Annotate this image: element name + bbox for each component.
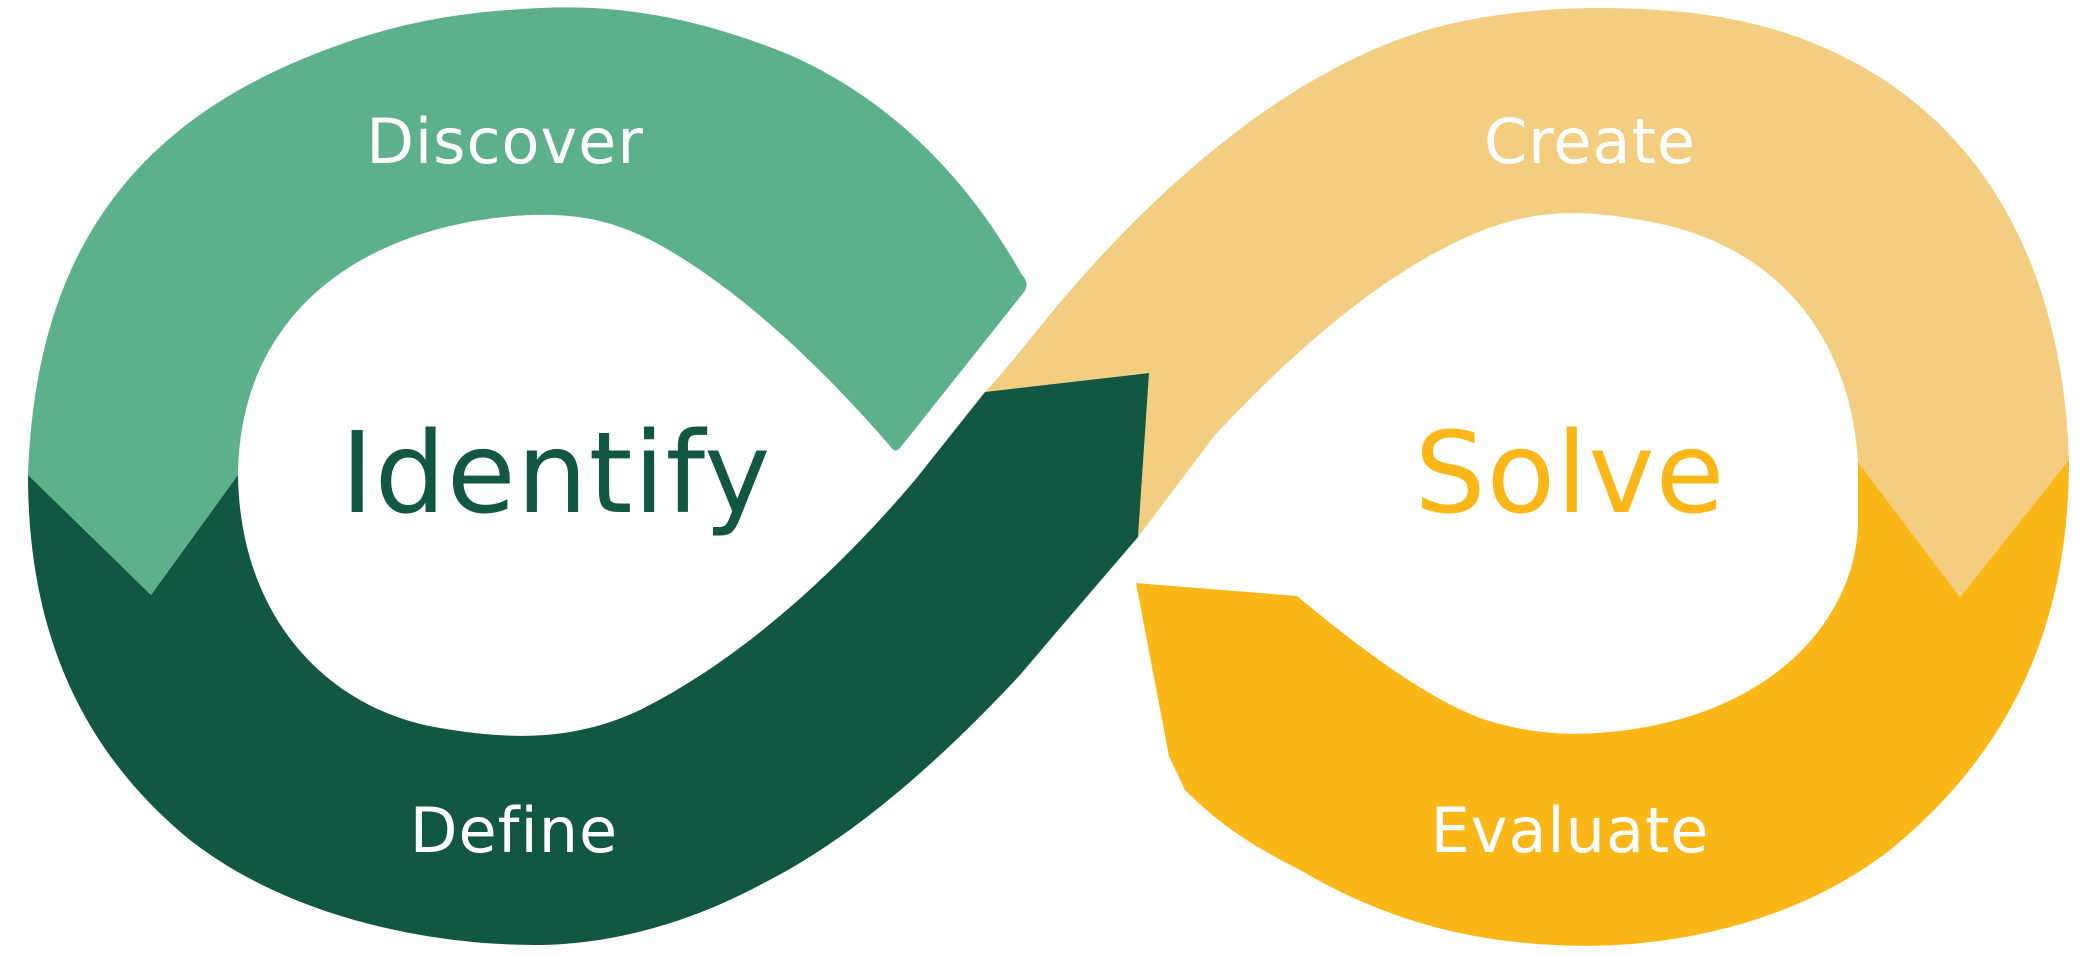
evaluate-segment (1136, 460, 2069, 946)
create-segment (985, 8, 2069, 597)
define-segment (28, 373, 1149, 945)
discover-label: Discover (366, 105, 644, 178)
define-label: Define (410, 794, 618, 867)
create-label: Create (1484, 105, 1696, 178)
discover-segment (28, 7, 1027, 596)
identify-label: Identify (341, 409, 772, 539)
evaluate-label: Evaluate (1431, 794, 1710, 867)
solve-label: Solve (1415, 409, 1726, 539)
